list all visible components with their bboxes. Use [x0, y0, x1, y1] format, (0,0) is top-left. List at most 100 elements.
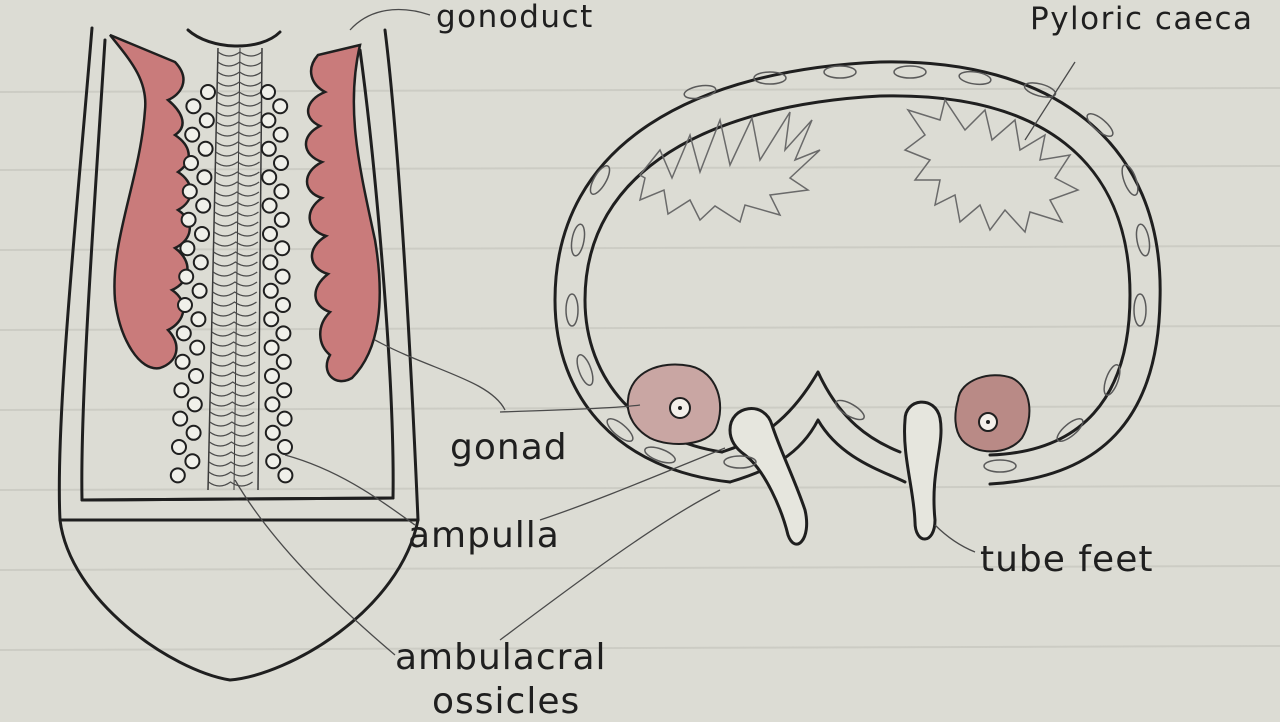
wall-ossicle — [570, 223, 586, 257]
ampulla-circle — [186, 396, 203, 413]
ossicle-scale — [210, 371, 256, 377]
ampulla-circle — [173, 382, 190, 399]
wall-ossicle — [644, 446, 676, 464]
ossicle-scale — [212, 301, 257, 307]
ampulla-circle — [177, 297, 193, 313]
ampulla-circle — [195, 197, 212, 214]
ampulla-circle — [273, 183, 290, 200]
pointer-gonad-right — [499, 404, 641, 413]
ossicle-scale — [211, 321, 257, 327]
ossicle-scale — [216, 81, 262, 87]
ossicle-scale — [209, 421, 255, 427]
pointer-tube-feet — [934, 524, 976, 553]
ampulla-circle — [180, 211, 197, 228]
wall-ossicle — [1135, 223, 1151, 257]
ossicle-scale — [213, 231, 259, 237]
label-gonoduct: gonoduct — [436, 0, 594, 35]
pyloric-caeca — [638, 98, 1080, 234]
wall-ossicle — [723, 455, 757, 469]
ampulla-circle — [178, 268, 195, 285]
ampulla-circle — [260, 140, 277, 157]
ossicle-scale — [216, 91, 262, 97]
ampulla-circle — [275, 297, 291, 313]
pointer-gonad-left — [374, 339, 506, 411]
ampulla-circle — [261, 197, 278, 214]
ampulla-circle — [272, 126, 289, 143]
ossicle-scale — [216, 121, 261, 127]
ampulla-circle — [194, 226, 210, 242]
wall-ossicle — [576, 354, 594, 386]
label-tube-feet: tube feet — [980, 539, 1154, 580]
ampulla-circle — [263, 311, 280, 328]
ossicle-scale — [208, 471, 254, 477]
ts-outer-wall — [553, 60, 1162, 486]
ossicle-scale — [209, 431, 254, 437]
ossicle-scale — [217, 51, 263, 57]
ampulla-circle — [263, 339, 280, 356]
ampulla-circle — [188, 368, 204, 384]
ossicle-scale — [211, 311, 257, 317]
wall-ossicle — [683, 84, 717, 100]
ampulla-circle — [198, 112, 215, 129]
ampulla-circle — [276, 410, 293, 427]
ampulla-circle — [276, 382, 293, 399]
ampulla-circle — [260, 112, 277, 129]
wall-ossicle — [823, 65, 857, 79]
ampulla-circle — [264, 368, 280, 384]
wall-ossicle — [893, 65, 927, 79]
gonad-right — [304, 43, 381, 383]
ampulla-circle — [185, 424, 202, 441]
ampulla-circle — [179, 240, 196, 257]
ossicle-scale — [208, 481, 253, 487]
ampulla-circle — [171, 439, 187, 455]
outer-body-wall — [57, 26, 420, 682]
wall-ossicle — [1103, 364, 1121, 396]
ampulla-circle — [196, 169, 213, 186]
gonad-left — [109, 33, 192, 370]
ossicle-scale — [211, 341, 256, 347]
ampulla-circle — [184, 453, 201, 470]
ampulla-circle — [261, 169, 278, 186]
ampulla-circle — [172, 410, 189, 427]
ampulla-circle — [181, 183, 198, 200]
ampulla-circle — [277, 439, 293, 455]
ampulla-circle — [192, 254, 209, 271]
ossicle-scale — [209, 411, 255, 417]
ts-tube-feet — [728, 400, 943, 546]
ossicle-scale — [214, 181, 260, 187]
wall-ossicle — [753, 71, 787, 85]
pointer-ambulacral-right — [499, 489, 721, 641]
wall-ossicle — [1056, 417, 1084, 443]
pointer-gonoduct — [349, 8, 431, 31]
ts-inner-wall — [583, 94, 1132, 457]
ampulla-circle — [262, 254, 279, 271]
ampulla-circle — [175, 325, 192, 342]
ampulla-circle — [262, 282, 279, 299]
ossicle-scale — [210, 391, 255, 397]
ampulla-circle — [185, 98, 202, 115]
pointer-pyloric — [1024, 61, 1076, 141]
ampulla-circle — [262, 226, 278, 242]
ossicle-scale — [208, 461, 254, 467]
ossicle-scale — [208, 451, 254, 457]
ampulla-circle — [264, 396, 281, 413]
ossicle-scale — [214, 201, 260, 207]
ampulla-circle — [264, 424, 281, 441]
tube-foot-right — [903, 400, 943, 541]
wall-ossicle — [983, 459, 1017, 473]
wall-ossicle — [1023, 82, 1057, 98]
ossicle-scale — [216, 101, 262, 107]
label-ossicles: ossicles — [432, 681, 581, 722]
ampulla-circle — [275, 353, 292, 370]
ampulla-circle — [277, 467, 294, 484]
label-pyloric-caeca: Pyloric caeca — [1030, 1, 1254, 37]
wall-ossicle — [1121, 164, 1139, 196]
wall-ossicle — [958, 70, 992, 86]
ossicle-scale — [211, 331, 257, 337]
label-ampulla: ampulla — [408, 515, 560, 556]
label-gonad: gonad — [450, 427, 568, 468]
ossicle-scale — [217, 61, 263, 67]
ampulla-circle — [197, 140, 214, 157]
